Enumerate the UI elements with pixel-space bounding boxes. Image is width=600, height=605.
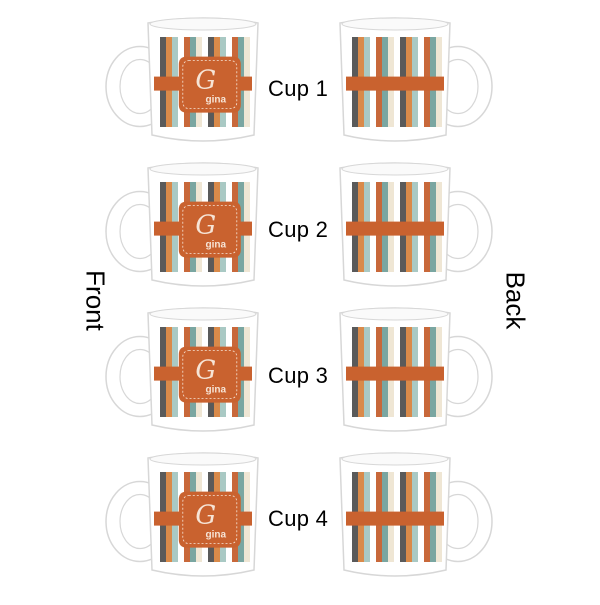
mug-band [346,221,444,236]
monogram-label [178,56,241,113]
monogram-name: gina [206,95,227,106]
monogram-letter: G [195,66,216,96]
cup-3-label: Cup 3 [268,363,329,388]
front-label: Front [80,270,111,331]
back-mug-4 [339,452,493,577]
mug-rim [341,307,449,321]
mug-rim [341,17,449,31]
monogram-label [178,491,241,548]
cup-4-label: Cup 4 [268,506,329,531]
mug-rim [149,452,257,466]
back-mug-2 [339,162,493,287]
monogram-name: gina [206,385,227,396]
monogram-label [178,201,241,258]
monogram-name: gina [206,240,227,251]
monogram-letter: G [195,211,216,241]
monogram-name: gina [206,530,227,541]
back-label: Back [500,271,531,330]
monogram-letter: G [195,356,216,386]
mug-rim [149,17,257,31]
monogram-letter: G [195,501,216,531]
monogram-label [178,346,241,403]
mug-band [346,76,444,91]
cup-1-label: Cup 1 [268,76,329,101]
mug-rim [149,307,257,321]
cup-2-label: Cup 2 [268,217,329,242]
mug-rim [341,162,449,176]
mug-band [346,366,444,381]
mug-rim [149,162,257,176]
back-mug-1 [339,17,493,142]
mug-band [346,511,444,526]
mug-rim [341,452,449,466]
back-mug-3 [339,307,493,432]
